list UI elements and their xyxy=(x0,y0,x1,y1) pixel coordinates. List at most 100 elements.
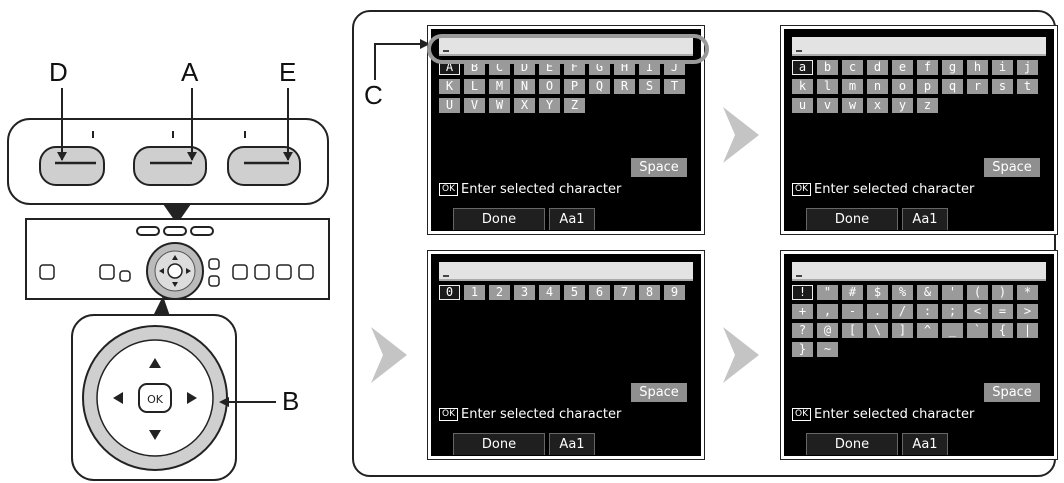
character-key[interactable]: 2 xyxy=(489,285,510,300)
character-key[interactable]: W xyxy=(489,98,510,113)
character-key[interactable]: P xyxy=(564,79,585,94)
character-key[interactable]: O xyxy=(539,79,560,94)
character-key-selected[interactable]: 0 xyxy=(439,285,460,300)
character-key[interactable]: \ xyxy=(867,323,888,338)
character-key[interactable]: @ xyxy=(817,323,838,338)
character-key[interactable]: o xyxy=(892,79,913,94)
character-key[interactable]: _ xyxy=(942,323,963,338)
character-key[interactable]: , xyxy=(817,304,838,319)
character-key[interactable]: l xyxy=(817,79,838,94)
character-key[interactable]: ) xyxy=(992,285,1013,300)
character-key[interactable]: : xyxy=(917,304,938,319)
character-key[interactable]: K xyxy=(439,79,460,94)
character-key[interactable]: $ xyxy=(867,285,888,300)
character-key[interactable]: k xyxy=(792,79,813,94)
character-key[interactable]: ; xyxy=(942,304,963,319)
character-key[interactable]: M xyxy=(489,79,510,94)
character-key[interactable]: m xyxy=(842,79,863,94)
case-toggle-button[interactable]: Aa1 xyxy=(549,208,595,230)
panel-button[interactable] xyxy=(119,270,131,282)
character-key[interactable]: f xyxy=(917,60,938,75)
character-key[interactable]: 4 xyxy=(539,285,560,300)
case-toggle-button[interactable]: Aa1 xyxy=(549,433,595,455)
character-key[interactable]: y xyxy=(892,98,913,113)
character-key[interactable]: 5 xyxy=(564,285,585,300)
character-key[interactable]: R xyxy=(614,79,635,94)
character-key[interactable]: i xyxy=(992,60,1013,75)
character-key[interactable]: w xyxy=(842,98,863,113)
character-key[interactable]: e xyxy=(892,60,913,75)
character-key[interactable]: n xyxy=(867,79,888,94)
character-key[interactable]: | xyxy=(1017,323,1038,338)
character-key[interactable]: h xyxy=(967,60,988,75)
case-toggle-button[interactable]: Aa1 xyxy=(902,208,948,230)
left-function-button[interactable] xyxy=(39,131,105,186)
character-key[interactable]: } xyxy=(792,342,813,357)
character-key[interactable]: & xyxy=(917,285,938,300)
right-function-button[interactable] xyxy=(227,131,301,186)
panel-button[interactable] xyxy=(298,264,314,280)
character-key[interactable]: g xyxy=(942,60,963,75)
character-key-selected[interactable]: ! xyxy=(792,285,813,300)
character-key[interactable]: r xyxy=(967,79,988,94)
character-key[interactable]: T xyxy=(664,79,685,94)
character-key[interactable]: ? xyxy=(792,323,813,338)
character-key[interactable]: ^ xyxy=(917,323,938,338)
space-key[interactable]: Space xyxy=(631,158,687,177)
character-key[interactable]: % xyxy=(892,285,913,300)
done-button[interactable]: Done xyxy=(453,433,545,455)
right-arrow-icon[interactable] xyxy=(187,392,197,404)
character-key[interactable]: L xyxy=(464,79,485,94)
character-key[interactable]: > xyxy=(1017,304,1038,319)
character-key[interactable]: q xyxy=(942,79,963,94)
left-arrow-icon[interactable] xyxy=(113,392,123,404)
character-key[interactable]: j xyxy=(1017,60,1038,75)
panel-button[interactable] xyxy=(276,264,292,280)
panel-button[interactable] xyxy=(208,275,220,287)
space-key[interactable]: Space xyxy=(984,383,1040,402)
character-key[interactable]: 9 xyxy=(664,285,685,300)
character-key[interactable]: Z xyxy=(564,98,585,113)
panel-button[interactable] xyxy=(39,264,55,280)
character-key[interactable]: Y xyxy=(539,98,560,113)
character-key[interactable]: ' xyxy=(942,285,963,300)
character-key[interactable]: X xyxy=(514,98,535,113)
character-key[interactable]: * xyxy=(1017,285,1038,300)
ok-button[interactable] xyxy=(138,383,172,413)
case-toggle-button[interactable]: Aa1 xyxy=(902,433,948,455)
character-key[interactable]: v xyxy=(817,98,838,113)
character-key[interactable]: ` xyxy=(967,323,988,338)
character-key[interactable]: 8 xyxy=(639,285,660,300)
character-key[interactable]: + xyxy=(792,304,813,319)
character-key[interactable]: { xyxy=(992,323,1013,338)
character-key[interactable]: = xyxy=(992,304,1013,319)
character-key[interactable]: 7 xyxy=(614,285,635,300)
character-key[interactable]: c xyxy=(842,60,863,75)
panel-button[interactable] xyxy=(232,264,248,280)
character-key[interactable]: # xyxy=(842,285,863,300)
character-key[interactable]: s xyxy=(992,79,1013,94)
character-key[interactable]: [ xyxy=(842,323,863,338)
character-key[interactable]: p xyxy=(917,79,938,94)
down-arrow-icon[interactable] xyxy=(149,430,161,440)
character-key[interactable]: 6 xyxy=(589,285,610,300)
character-key[interactable]: / xyxy=(892,304,913,319)
character-key[interactable]: Q xyxy=(589,79,610,94)
character-key[interactable]: V xyxy=(464,98,485,113)
panel-button[interactable] xyxy=(99,264,115,280)
text-input-field[interactable] xyxy=(792,262,1046,281)
character-key[interactable]: ] xyxy=(892,323,913,338)
done-button[interactable]: Done xyxy=(453,208,545,230)
text-input-field[interactable] xyxy=(792,37,1046,56)
panel-button[interactable] xyxy=(208,258,220,270)
character-key[interactable]: - xyxy=(842,304,863,319)
panel-button[interactable] xyxy=(254,264,270,280)
character-key[interactable]: ~ xyxy=(817,342,838,357)
character-key[interactable]: S xyxy=(639,79,660,94)
text-input-field[interactable] xyxy=(439,262,693,281)
up-arrow-icon[interactable] xyxy=(149,358,161,368)
space-key[interactable]: Space xyxy=(984,158,1040,177)
character-key[interactable]: U xyxy=(439,98,460,113)
character-key[interactable]: N xyxy=(514,79,535,94)
character-key[interactable]: 3 xyxy=(514,285,535,300)
